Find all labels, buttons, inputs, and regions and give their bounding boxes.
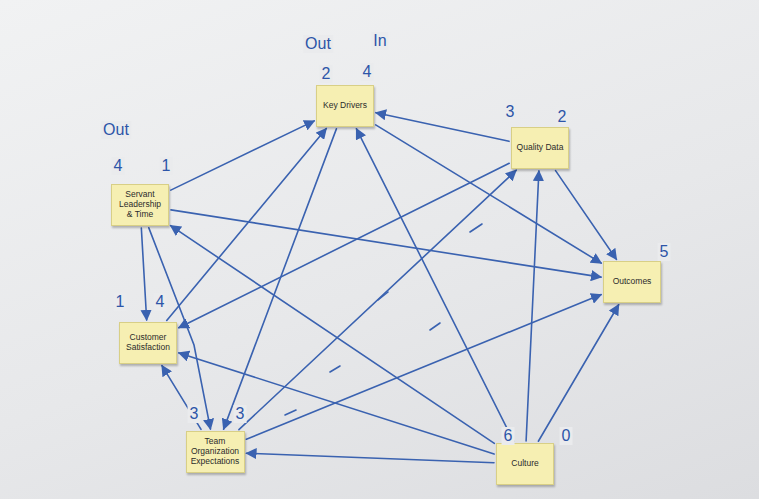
count-label: 6 xyxy=(502,427,515,445)
count-label: 3 xyxy=(234,405,247,423)
arrow-connector xyxy=(246,295,601,440)
count-label: Out xyxy=(101,121,131,139)
tick-mark xyxy=(470,224,482,232)
note-text: Team Organization Expectations xyxy=(191,437,240,466)
count-label: 4 xyxy=(112,157,125,175)
note-text: Key Drivers xyxy=(323,101,367,111)
count-label: 1 xyxy=(160,157,173,175)
note-text: Quality Data xyxy=(517,143,564,153)
arrow-connector xyxy=(224,129,337,429)
arrow-connector xyxy=(167,129,327,321)
tick-mark xyxy=(285,410,296,415)
arrow-connector xyxy=(376,125,602,263)
arrow-connector xyxy=(356,129,513,441)
arrow-connector xyxy=(538,305,618,442)
arrow-connector xyxy=(239,170,516,429)
sticky-note: Outcomes xyxy=(603,261,661,303)
count-label: 0 xyxy=(560,427,573,445)
count-label: 4 xyxy=(154,293,167,311)
note-text: Servant Leadership & Time xyxy=(116,190,164,219)
count-label: Out xyxy=(303,35,333,53)
sticky-note: Key Drivers xyxy=(316,85,374,127)
count-label: 5 xyxy=(658,243,671,261)
arrow-connector xyxy=(162,366,201,430)
count-label: In xyxy=(371,32,388,50)
tick-mark xyxy=(330,366,340,372)
note-text: Customer Satisfaction xyxy=(124,333,172,353)
sticky-note: Culture xyxy=(496,443,554,485)
count-label: 3 xyxy=(188,405,201,423)
count-label: 1 xyxy=(114,293,127,311)
tick-mark xyxy=(430,323,440,330)
arrow-connector xyxy=(141,228,146,320)
sticky-note: Quality Data xyxy=(511,127,569,169)
count-label: 2 xyxy=(320,65,333,83)
arrow-connector xyxy=(171,210,601,277)
arrow-connector xyxy=(246,453,494,463)
note-text: Culture xyxy=(511,459,538,469)
edge-group xyxy=(141,113,618,463)
sticky-note: Servant Leadership & Time xyxy=(111,184,169,226)
sticky-note: Team Organization Expectations xyxy=(186,431,245,473)
arrow-connector xyxy=(171,121,314,190)
arrow-connector xyxy=(556,171,617,260)
arrow-connector xyxy=(526,171,539,441)
count-label: 2 xyxy=(556,108,569,126)
note-text: Outcomes xyxy=(613,277,652,287)
sticky-note: Customer Satisfaction xyxy=(119,322,177,364)
arrow-connector xyxy=(376,113,509,142)
count-label: 4 xyxy=(361,63,374,81)
count-label: 3 xyxy=(504,103,517,121)
